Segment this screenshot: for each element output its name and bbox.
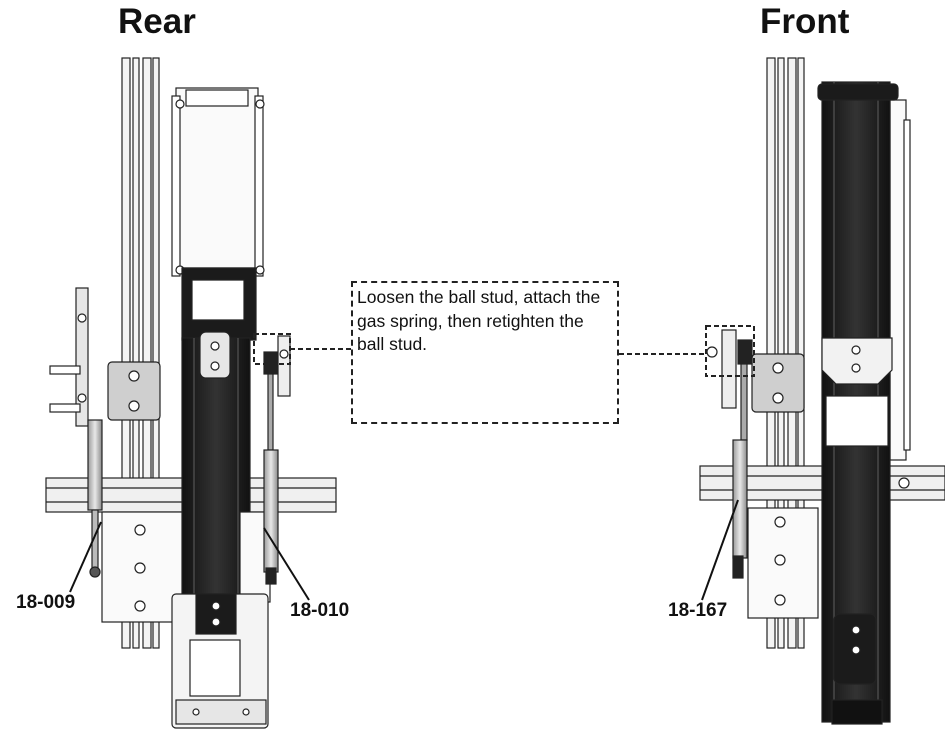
leader-18-167: [701, 499, 739, 601]
part-label-18-009: 18-009: [16, 592, 76, 613]
part-leaders: [69, 499, 739, 601]
rear-view-title: Rear: [118, 2, 196, 41]
instruction-callout-box: Loosen the ball stud, attach the gas spr…: [351, 281, 619, 424]
leader-18-010: [263, 527, 310, 601]
part-label-18-010: 18-010: [290, 600, 350, 621]
front-assembly: [699, 57, 945, 725]
callout-lines: [253, 325, 755, 377]
instruction-text: Loosen the ball stud, attach the gas spr…: [357, 287, 601, 354]
front-ball-stud-highlight: [705, 325, 755, 377]
leader-18-009: [69, 521, 102, 593]
part-label-18-167: 18-167: [668, 600, 728, 621]
front-view-title: Front: [760, 2, 850, 41]
rear-assembly: [45, 57, 337, 729]
